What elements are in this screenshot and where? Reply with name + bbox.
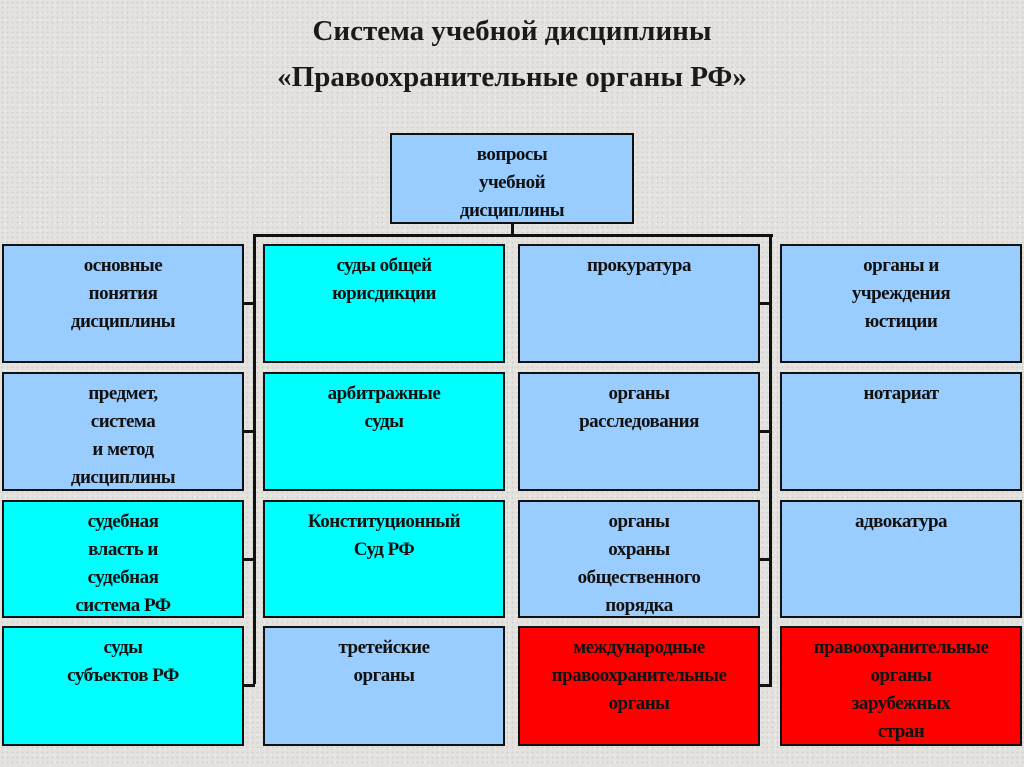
topic-box: суды субъектов РФ	[2, 626, 244, 746]
topic-box: органы и учреждения юстиции	[780, 244, 1022, 363]
connector-stub	[760, 430, 772, 433]
topic-box: основные понятия дисциплины	[2, 244, 244, 363]
topic-box: органы расследования	[518, 372, 760, 491]
connector-right	[769, 234, 772, 684]
connector-stub	[243, 302, 255, 305]
topic-box: судебная власть и судебная система РФ	[2, 500, 244, 618]
connector-stub	[760, 684, 772, 687]
topic-box: предмет, система и метод дисциплины	[2, 372, 244, 491]
topic-box: прокуратура	[518, 244, 760, 363]
topic-box: арбитражные суды	[263, 372, 505, 491]
title-line-1: Система учебной дисциплины	[312, 15, 712, 47]
topic-box: правоохранительные органы зарубежных стр…	[780, 626, 1022, 746]
topic-box: третейские органы	[263, 626, 505, 746]
connector-horizontal	[253, 234, 773, 237]
connector-stub	[760, 302, 772, 305]
connector-left	[253, 234, 256, 684]
topic-box: суды общей юрисдикции	[263, 244, 505, 363]
topic-box: органы охраны общественного порядка	[518, 500, 760, 618]
connector-stub	[243, 684, 255, 687]
connector-stub	[243, 430, 255, 433]
topic-box: нотариат	[780, 372, 1022, 491]
connector-stub	[243, 558, 255, 561]
title-line-2: «Правоохранительные органы РФ»	[277, 61, 747, 93]
topic-box: Конституционный Суд РФ	[263, 500, 505, 618]
topic-box: международные правоохранительные органы	[518, 626, 760, 746]
root-box: вопросы учебной дисциплины	[390, 133, 634, 224]
connector-stub	[760, 558, 772, 561]
connector-root	[511, 222, 514, 236]
topic-box: адвокатура	[780, 500, 1022, 618]
